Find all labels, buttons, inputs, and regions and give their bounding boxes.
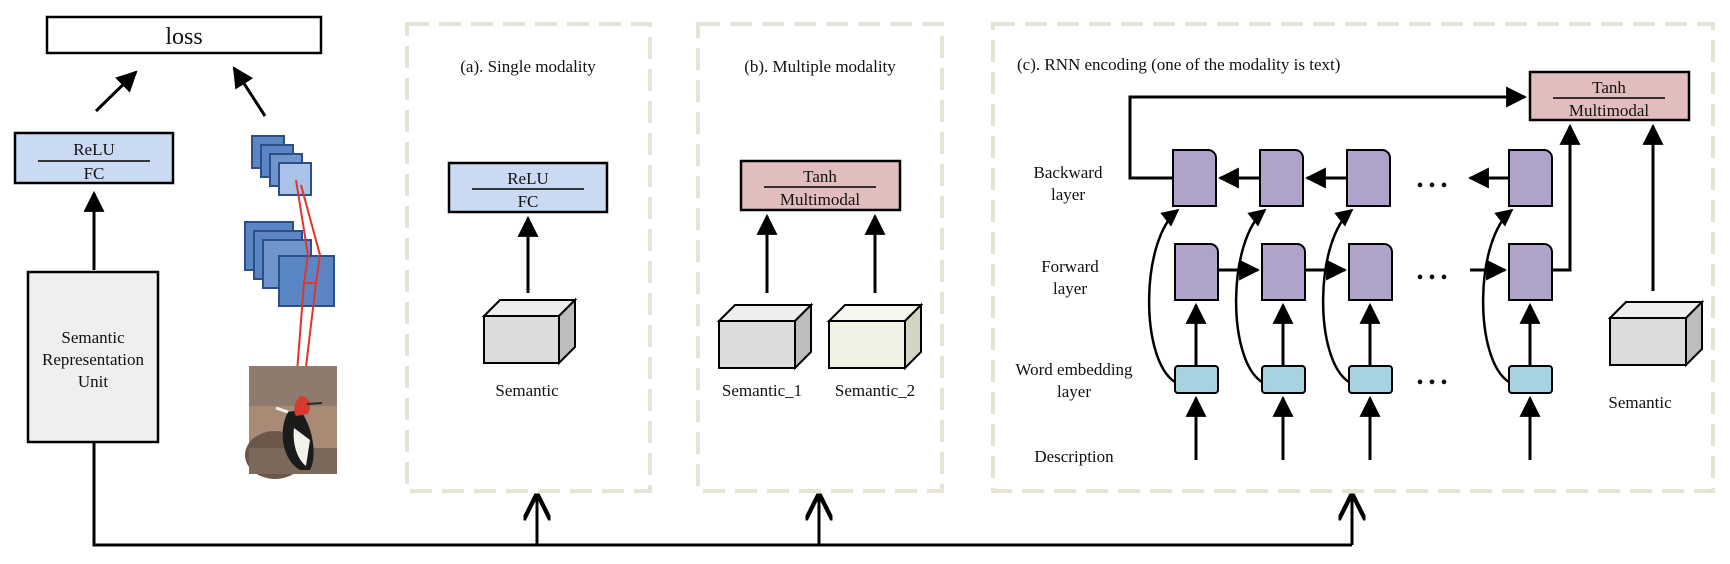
panel-c-tanh-label: Tanh — [1592, 78, 1626, 97]
panel-a-semantic-label: Semantic — [495, 381, 559, 400]
forward-cell — [1348, 243, 1393, 301]
embedding-cell — [1348, 365, 1393, 394]
backward-cell — [1259, 149, 1304, 207]
panel-b-title: (b). Multiple modality — [744, 57, 896, 76]
panel-a-fc-label: FC — [518, 192, 539, 211]
forward-output-arrow — [1552, 123, 1581, 272]
backward-cell — [1346, 149, 1391, 207]
panel-a-semantic-cube — [481, 297, 578, 366]
loss-label: loss — [165, 24, 202, 50]
forward-layer-label-2: layer — [1053, 279, 1087, 298]
shared-bus — [92, 443, 1352, 547]
backward-ellipsis: • • • — [1416, 175, 1447, 197]
backward-output-arrow — [1128, 86, 1528, 180]
panel-b-tanh-label: Tanh — [803, 167, 837, 186]
panel-a-title: (a). Single modality — [460, 57, 596, 76]
embedding-to-forward-arrows — [1185, 302, 1541, 366]
backward-layer-label-2: layer — [1051, 185, 1085, 204]
bird-photo-image — [245, 366, 337, 479]
embedding-cell — [1261, 365, 1306, 394]
embedding-layer-cells — [1174, 365, 1553, 394]
backward-layer-cells — [1172, 149, 1553, 207]
panel-a-border — [405, 22, 652, 493]
panel-b-semantic2-label: Semantic_2 — [835, 381, 915, 400]
forward-cell — [1508, 243, 1553, 301]
arrow-cnn-to-loss — [232, 66, 267, 117]
embedding-ellipsis: • • • — [1416, 372, 1447, 394]
panel-c-semantic-cube — [1607, 299, 1705, 368]
forward-layer-label-1: Forward — [1041, 257, 1099, 276]
arrow-fc-to-loss — [94, 70, 138, 113]
forward-cell — [1174, 243, 1219, 301]
loss-box: loss — [45, 15, 323, 55]
embedding-layer-label-2: layer — [1057, 382, 1091, 401]
panel-b-semantic2-cube — [826, 302, 924, 371]
panel-b-border — [696, 22, 944, 493]
embedding-to-backward-curves — [1147, 208, 1514, 384]
panel-b-multimodal-label: Multimodal — [780, 190, 861, 209]
panel-c-title: (c). RNN encoding (one of the modality i… — [1017, 55, 1340, 74]
backward-cell — [1172, 149, 1217, 207]
description-to-embedding-arrows — [1185, 395, 1541, 460]
sru-line1: Semantic — [61, 328, 125, 347]
panel-c-semantic-label: Semantic — [1608, 393, 1672, 412]
embedding-cell — [1174, 365, 1219, 394]
sru-line3: Unit — [78, 372, 109, 391]
panel-c-multimodal-label: Multimodal — [1569, 101, 1650, 120]
description-label: Description — [1034, 447, 1114, 466]
backward-cell — [1508, 149, 1553, 207]
panel-b-semantic1-cube — [716, 302, 814, 371]
cnn-feature-maps — [244, 135, 335, 399]
sru-line2: Representation — [42, 350, 144, 369]
panel-b-tanh-multimodal-box: Tanh Multimodal — [739, 159, 902, 212]
panel-c-tanh-multimodal-box: Tanh Multimodal — [1528, 70, 1691, 122]
relu-label: ReLU — [73, 140, 115, 159]
cnn-small-stack — [251, 135, 312, 196]
panel-a-relu-label: ReLU — [507, 169, 549, 188]
embedding-cell — [1508, 365, 1553, 394]
fc-label: FC — [84, 164, 105, 183]
cnn-large-stack — [244, 221, 335, 307]
panel-b-semantic1-label: Semantic_1 — [722, 381, 802, 400]
forward-layer-cells — [1174, 243, 1553, 301]
backward-layer-label-1: Backward — [1034, 163, 1103, 182]
forward-ellipsis: • • • — [1416, 267, 1447, 289]
panel-c-border — [991, 22, 1715, 493]
panel-a-relu-fc-box: ReLU FC — [447, 161, 609, 214]
forward-cell — [1261, 243, 1306, 301]
left-relu-fc-box: ReLU FC — [13, 131, 175, 185]
semantic-representation-unit: Semantic Representation Unit — [26, 270, 160, 444]
embedding-layer-label-1: Word embedding — [1015, 360, 1133, 379]
